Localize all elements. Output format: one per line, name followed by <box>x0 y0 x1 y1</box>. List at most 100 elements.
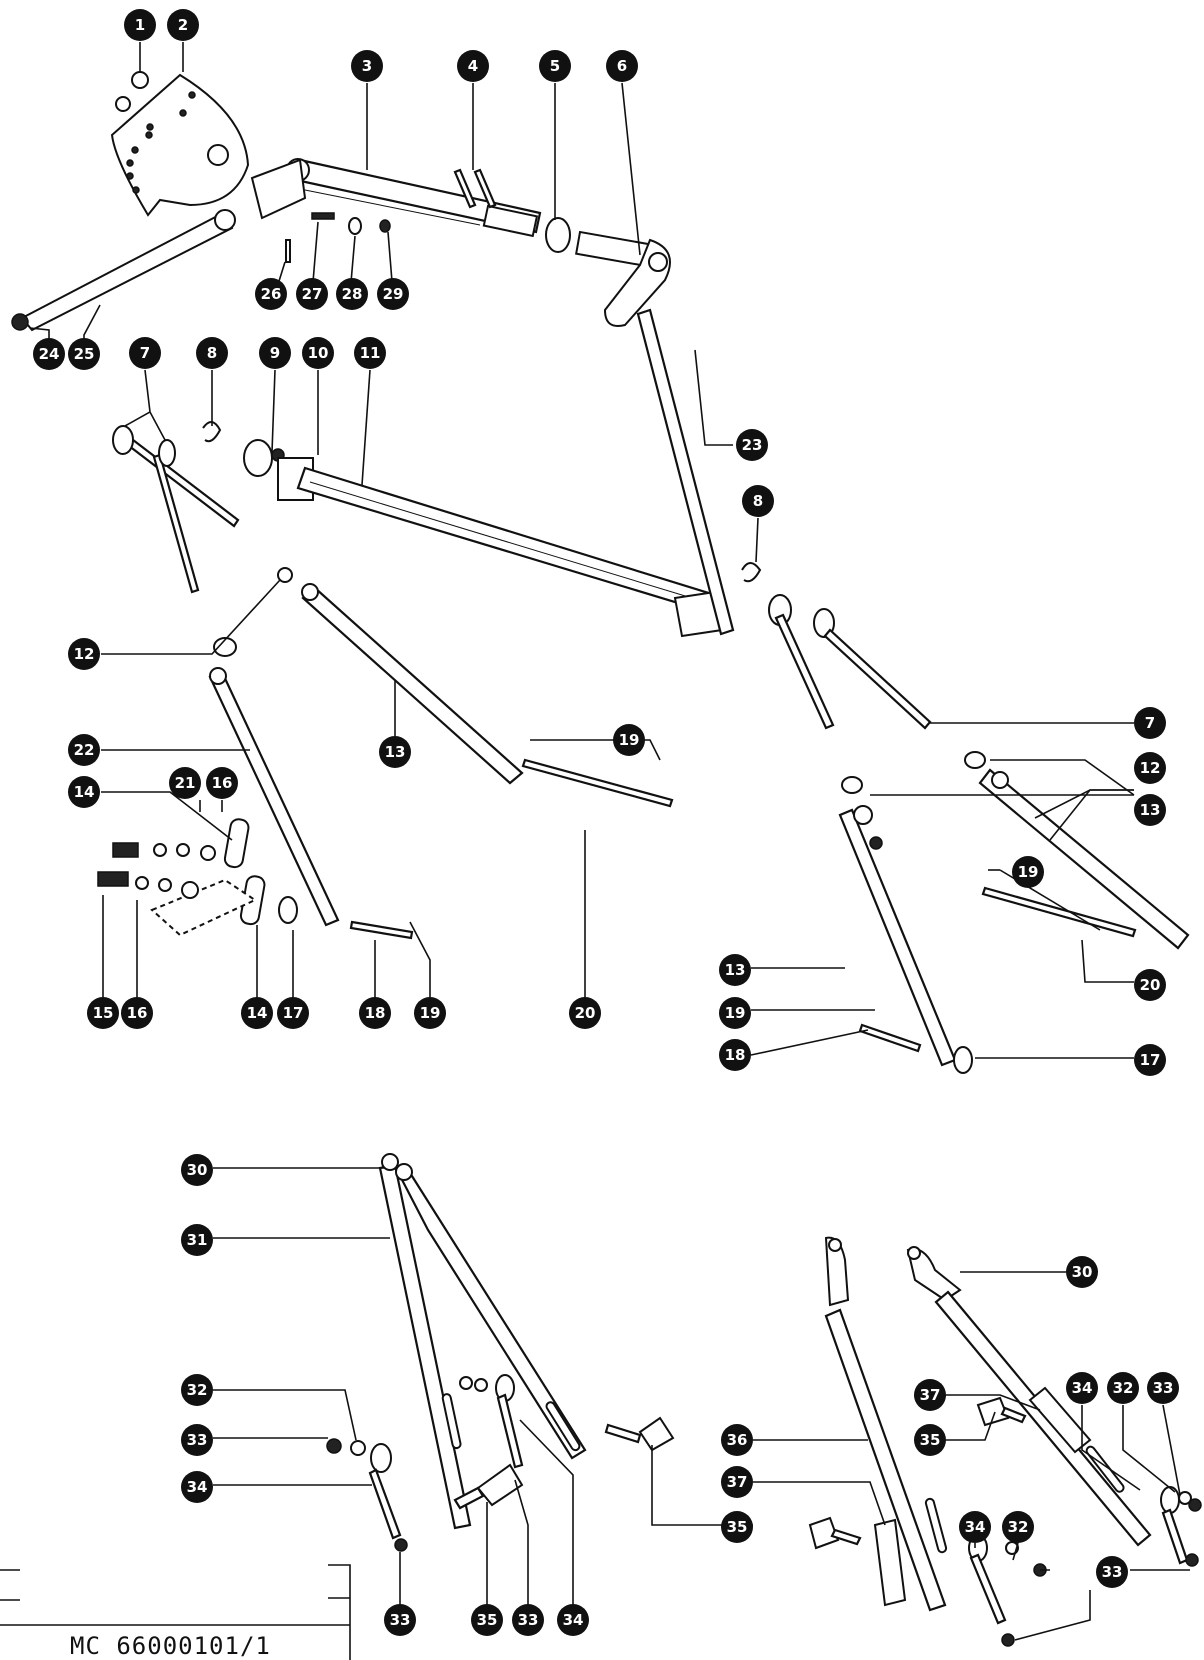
callout-19-right-low: 19 <box>719 997 751 1029</box>
callout-33-bottom: 33 <box>384 1604 416 1636</box>
svg-text:20: 20 <box>575 1004 596 1022</box>
callout-19-left: 19 <box>414 997 446 1029</box>
svg-text:19: 19 <box>420 1004 441 1022</box>
svg-text:13: 13 <box>385 743 406 761</box>
svg-text:18: 18 <box>365 1004 386 1022</box>
svg-text:34: 34 <box>1072 1379 1093 1397</box>
svg-text:33: 33 <box>1153 1379 1174 1397</box>
svg-text:18: 18 <box>725 1046 746 1064</box>
svg-text:1: 1 <box>135 16 145 34</box>
svg-text:35: 35 <box>727 1518 748 1536</box>
nut-33 <box>326 1438 342 1454</box>
quadrant-plate <box>110 73 250 217</box>
svg-text:9: 9 <box>270 344 280 362</box>
svg-text:32: 32 <box>187 1381 208 1399</box>
stabilizer-30 <box>906 1246 1152 1547</box>
callout-7-top: 7 <box>129 337 161 369</box>
turnbuckle-34-right <box>968 1486 1189 1625</box>
svg-text:12: 12 <box>1140 759 1161 777</box>
washer-17 <box>278 896 298 924</box>
callout-16-top: 16 <box>206 767 238 799</box>
nut-12 <box>213 637 237 657</box>
callout-34-right-low: 34 <box>959 1511 991 1543</box>
callout-13-left: 13 <box>379 736 411 768</box>
svg-text:22: 22 <box>74 741 95 759</box>
callout-13-right-top: 13 <box>1134 794 1166 826</box>
svg-text:16: 16 <box>212 774 233 792</box>
svg-text:15: 15 <box>93 1004 114 1022</box>
clip-right <box>741 562 762 583</box>
svg-text:8: 8 <box>207 344 217 362</box>
svg-text:35: 35 <box>920 1431 941 1449</box>
nut-12-right-a <box>841 776 863 794</box>
callout-23: 23 <box>736 429 768 461</box>
sleeve-37 <box>1028 1386 1092 1454</box>
turnbuckle-34 <box>368 1374 524 1540</box>
callout-19-top: 19 <box>613 724 645 756</box>
cross-shaft <box>250 158 542 238</box>
callout-34-left: 34 <box>181 1471 213 1503</box>
washer <box>277 567 293 583</box>
callout-30-left: 30 <box>181 1154 213 1186</box>
callout-20-left: 20 <box>569 997 601 1029</box>
svg-text:30: 30 <box>187 1161 208 1179</box>
link-22 <box>208 667 340 927</box>
svg-text:21: 21 <box>175 774 196 792</box>
svg-text:35: 35 <box>477 1611 498 1629</box>
sleeve-37b <box>873 1518 907 1607</box>
svg-text:6: 6 <box>617 57 627 75</box>
svg-text:19: 19 <box>619 731 640 749</box>
callout-7-right: 7 <box>1134 707 1166 739</box>
svg-text:34: 34 <box>563 1611 584 1629</box>
callout-33-bottom-b: 33 <box>512 1604 544 1636</box>
stabilizer-31 <box>378 1153 587 1530</box>
svg-text:7: 7 <box>1145 714 1155 732</box>
washer-17-right <box>953 1046 973 1074</box>
svg-text:14: 14 <box>247 1004 268 1022</box>
callout-6: 6 <box>606 50 638 82</box>
lift-arm <box>575 230 671 327</box>
pins <box>453 168 497 209</box>
callout-17-right: 17 <box>1134 1044 1166 1076</box>
long-shaft <box>296 466 724 638</box>
svg-text:2: 2 <box>178 16 188 34</box>
bolt-35b <box>604 1416 675 1452</box>
link-13-right-b <box>838 805 957 1067</box>
svg-text:8: 8 <box>753 492 763 510</box>
title-block <box>0 1564 351 1660</box>
leader-lines <box>29 42 1190 1641</box>
svg-text:33: 33 <box>1102 1563 1123 1581</box>
washers-b <box>474 1378 488 1392</box>
nut-33-right <box>1188 1498 1202 1512</box>
svg-text:11: 11 <box>360 344 381 362</box>
svg-text:13: 13 <box>725 961 746 979</box>
stabilizer-36 <box>824 1236 948 1612</box>
callout-34-bottom: 34 <box>557 1604 589 1636</box>
svg-text:14: 14 <box>74 783 95 801</box>
washers <box>459 1376 473 1390</box>
bolt-35c <box>976 1396 1027 1427</box>
svg-text:17: 17 <box>283 1004 304 1022</box>
pin-20 <box>521 758 674 808</box>
bracket-bolt <box>243 439 314 501</box>
callout-31: 31 <box>181 1224 213 1256</box>
callout-28: 28 <box>336 278 368 310</box>
svg-text:17: 17 <box>1140 1051 1161 1069</box>
callout-35-right: 35 <box>914 1424 946 1456</box>
svg-text:30: 30 <box>1072 1263 1093 1281</box>
washer-32-right <box>1178 1491 1192 1505</box>
svg-text:33: 33 <box>518 1611 539 1629</box>
callout-13-right: 13 <box>719 954 751 986</box>
callout-25: 25 <box>68 338 100 370</box>
collar <box>545 217 571 253</box>
svg-text:16: 16 <box>127 1004 148 1022</box>
svg-text:37: 37 <box>727 1473 748 1491</box>
svg-text:3: 3 <box>362 57 372 75</box>
svg-text:34: 34 <box>187 1478 208 1496</box>
svg-text:12: 12 <box>74 645 95 663</box>
callout-32-right: 32 <box>1107 1372 1139 1404</box>
callout-9: 9 <box>259 337 291 369</box>
callout-1: 1 <box>124 9 156 41</box>
drawing-code: MC 66000101/1 <box>70 1632 271 1660</box>
svg-text:26: 26 <box>261 285 282 303</box>
